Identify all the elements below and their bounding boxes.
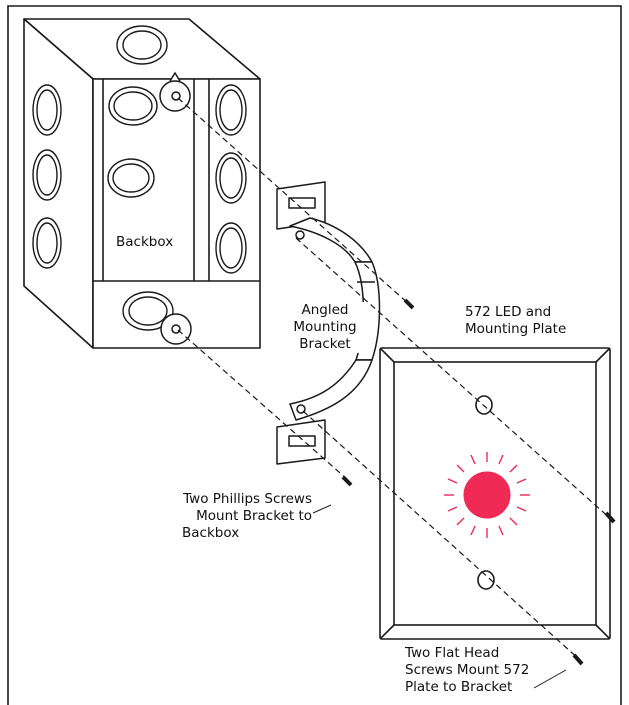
bracket-label-line-1: Angled [301,302,349,318]
led-indicator [444,452,530,538]
flat-head-screws-label: Two Flat Head Screws Mount 572 Plate to … [405,645,529,696]
phillips-label-line-3: Backbox [182,525,240,541]
led-lens [463,471,511,519]
plate-label-line-2: Mounting Plate [465,321,567,337]
backbox-label: Backbox [116,234,174,250]
phillips-screw-bottom [341,475,353,487]
backbox [23,18,261,349]
flathead-label-line-2: Screws Mount 572 [405,662,530,678]
flathead-label-line-3: Plate to Bracket [405,679,513,695]
leader-lines [312,504,567,689]
phillips-label-line-1: Two Phillips Screws [183,491,312,507]
flathead-label-line-1: Two Flat Head [405,645,500,661]
phillips-screws-label: Two Phillips Screws Mount Bracket to Bac… [170,491,312,542]
flat-head-screw-bottom [572,653,584,666]
plate-label-line-1: 572 LED and [465,304,552,320]
screws [341,298,616,666]
bracket-label-line-2: Mounting [293,319,357,335]
bracket-label-line-3: Bracket [299,336,351,352]
angled-mounting-bracket [276,181,381,465]
alignment-lines [177,97,613,661]
phillips-screw-top [403,298,415,310]
plate-label: 572 LED and Mounting Plate [465,304,566,338]
phillips-label-line-2: Mount Bracket to [196,508,312,524]
bracket-label: Angled Mounting Bracket [285,302,365,353]
outer-frame [7,5,622,705]
led-glow-rays [444,452,530,538]
mounting-plate [379,347,611,640]
flat-head-screw-top [604,511,616,524]
backbox-knockouts [32,25,247,331]
backbox-front-face [92,78,261,349]
